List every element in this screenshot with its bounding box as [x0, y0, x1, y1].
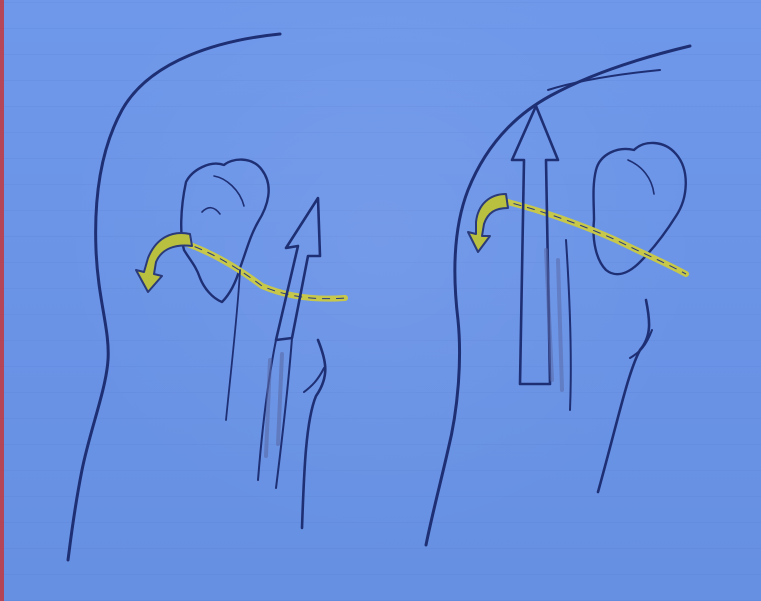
left-shading: [266, 354, 282, 456]
right-arm-line-1: [598, 300, 649, 492]
left-up-arrow: [276, 198, 320, 340]
left-arrow-shaft: [258, 338, 292, 488]
left-arm-line-2: [302, 340, 325, 528]
left-panel: [68, 34, 345, 560]
right-arrow-shading: [546, 250, 562, 390]
right-curved-arrow: [468, 194, 508, 252]
right-humeral-contour: [628, 160, 654, 194]
left-body-outline: [68, 34, 280, 560]
right-panel: [426, 46, 690, 545]
left-curved-arrow: [136, 233, 192, 292]
left-humeral-contour: [202, 176, 244, 214]
right-arrow-lower: [566, 240, 571, 410]
